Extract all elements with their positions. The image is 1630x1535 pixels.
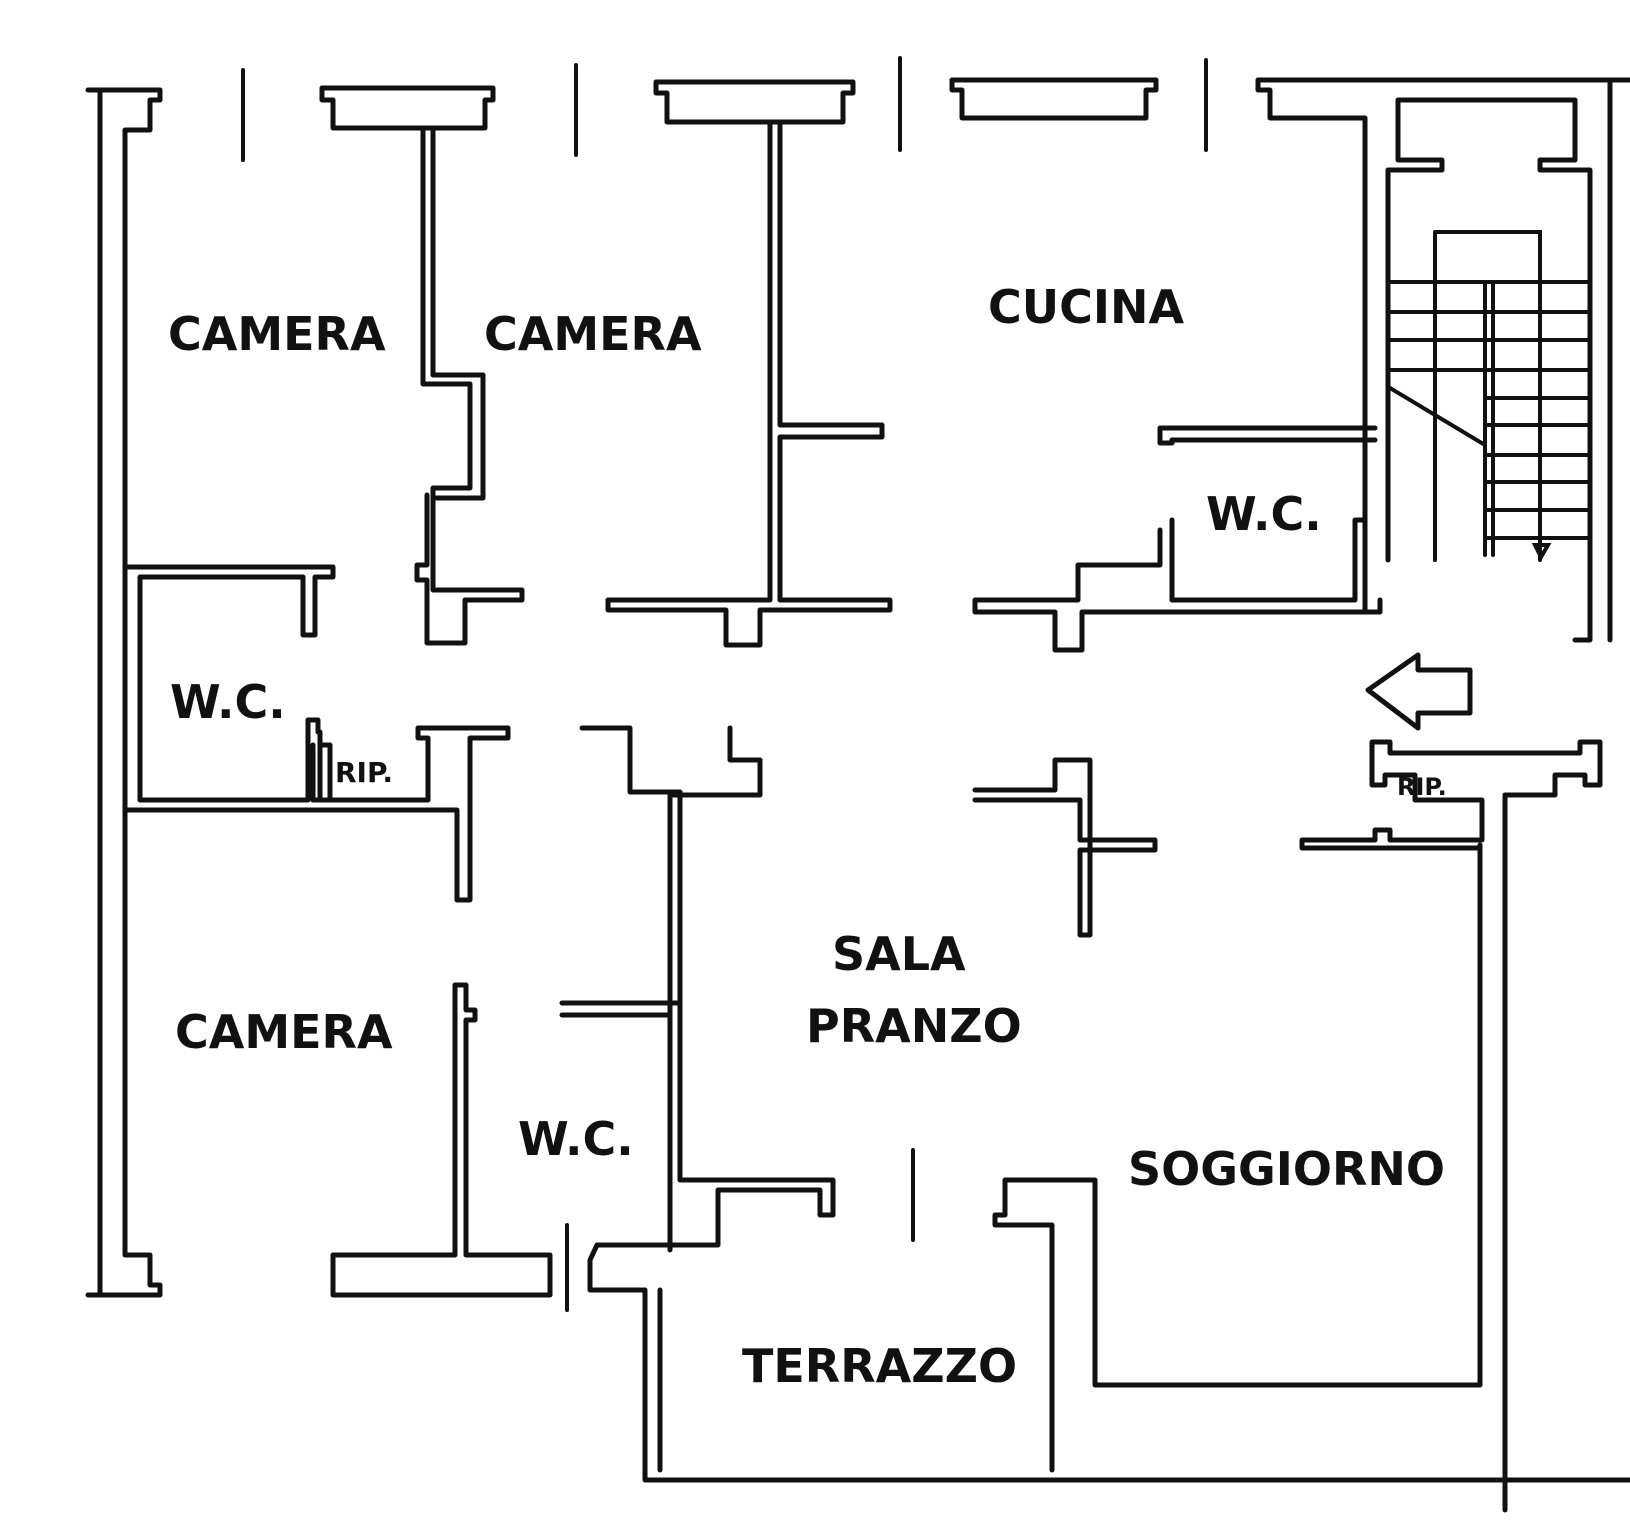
wall-camera3-wc3 (330, 982, 553, 1298)
wall-rip2 (1299, 739, 1603, 1513)
pier-3 (949, 77, 1159, 121)
room-label-rip-1: RIP. (335, 756, 393, 789)
wall-cucina-wc2 (972, 425, 1378, 653)
room-labels: CAMERA CAMERA CUCINA W.C. W.C. RIP. RIP.… (168, 280, 1447, 1393)
room-label-pranzo: PRANZO (806, 999, 1022, 1053)
entrance-arrow-icon (1365, 652, 1473, 731)
room-label-soggiorno: SOGGIORNO (1128, 1142, 1445, 1196)
wall-sala-pillar (972, 757, 1158, 938)
room-label-cucina: CUCINA (988, 280, 1184, 334)
room-label-camera-2: CAMERA (484, 307, 702, 361)
room-label-wc-3: W.C. (518, 1112, 634, 1166)
room-label-camera-3: CAMERA (175, 1005, 393, 1059)
room-label-camera-1: CAMERA (168, 307, 386, 361)
outer-wall-left (85, 87, 163, 1298)
staircase-icon (1388, 230, 1590, 562)
pier-1 (319, 85, 496, 131)
wall-terrazzo-soggiorno (657, 842, 1483, 1473)
room-label-rip-2: RIP. (1397, 773, 1447, 801)
wall-corridor-sala (559, 725, 1630, 1483)
wall-camera1-wc (122, 564, 336, 803)
room-label-sala: SALA (832, 927, 966, 981)
room-label-wc-2: W.C. (1206, 487, 1322, 541)
wall-rip1 (122, 725, 511, 903)
room-label-terrazzo: TERRAZZO (742, 1339, 1017, 1393)
stair-enclosure (1385, 77, 1630, 643)
wall-camera1-camera2 (414, 125, 525, 646)
pier-2 (653, 79, 856, 125)
pier-4 (1255, 77, 1630, 615)
walls (85, 56, 1630, 1513)
room-label-wc-1: W.C. (170, 675, 286, 729)
wall-camera2-cucina (605, 119, 893, 648)
